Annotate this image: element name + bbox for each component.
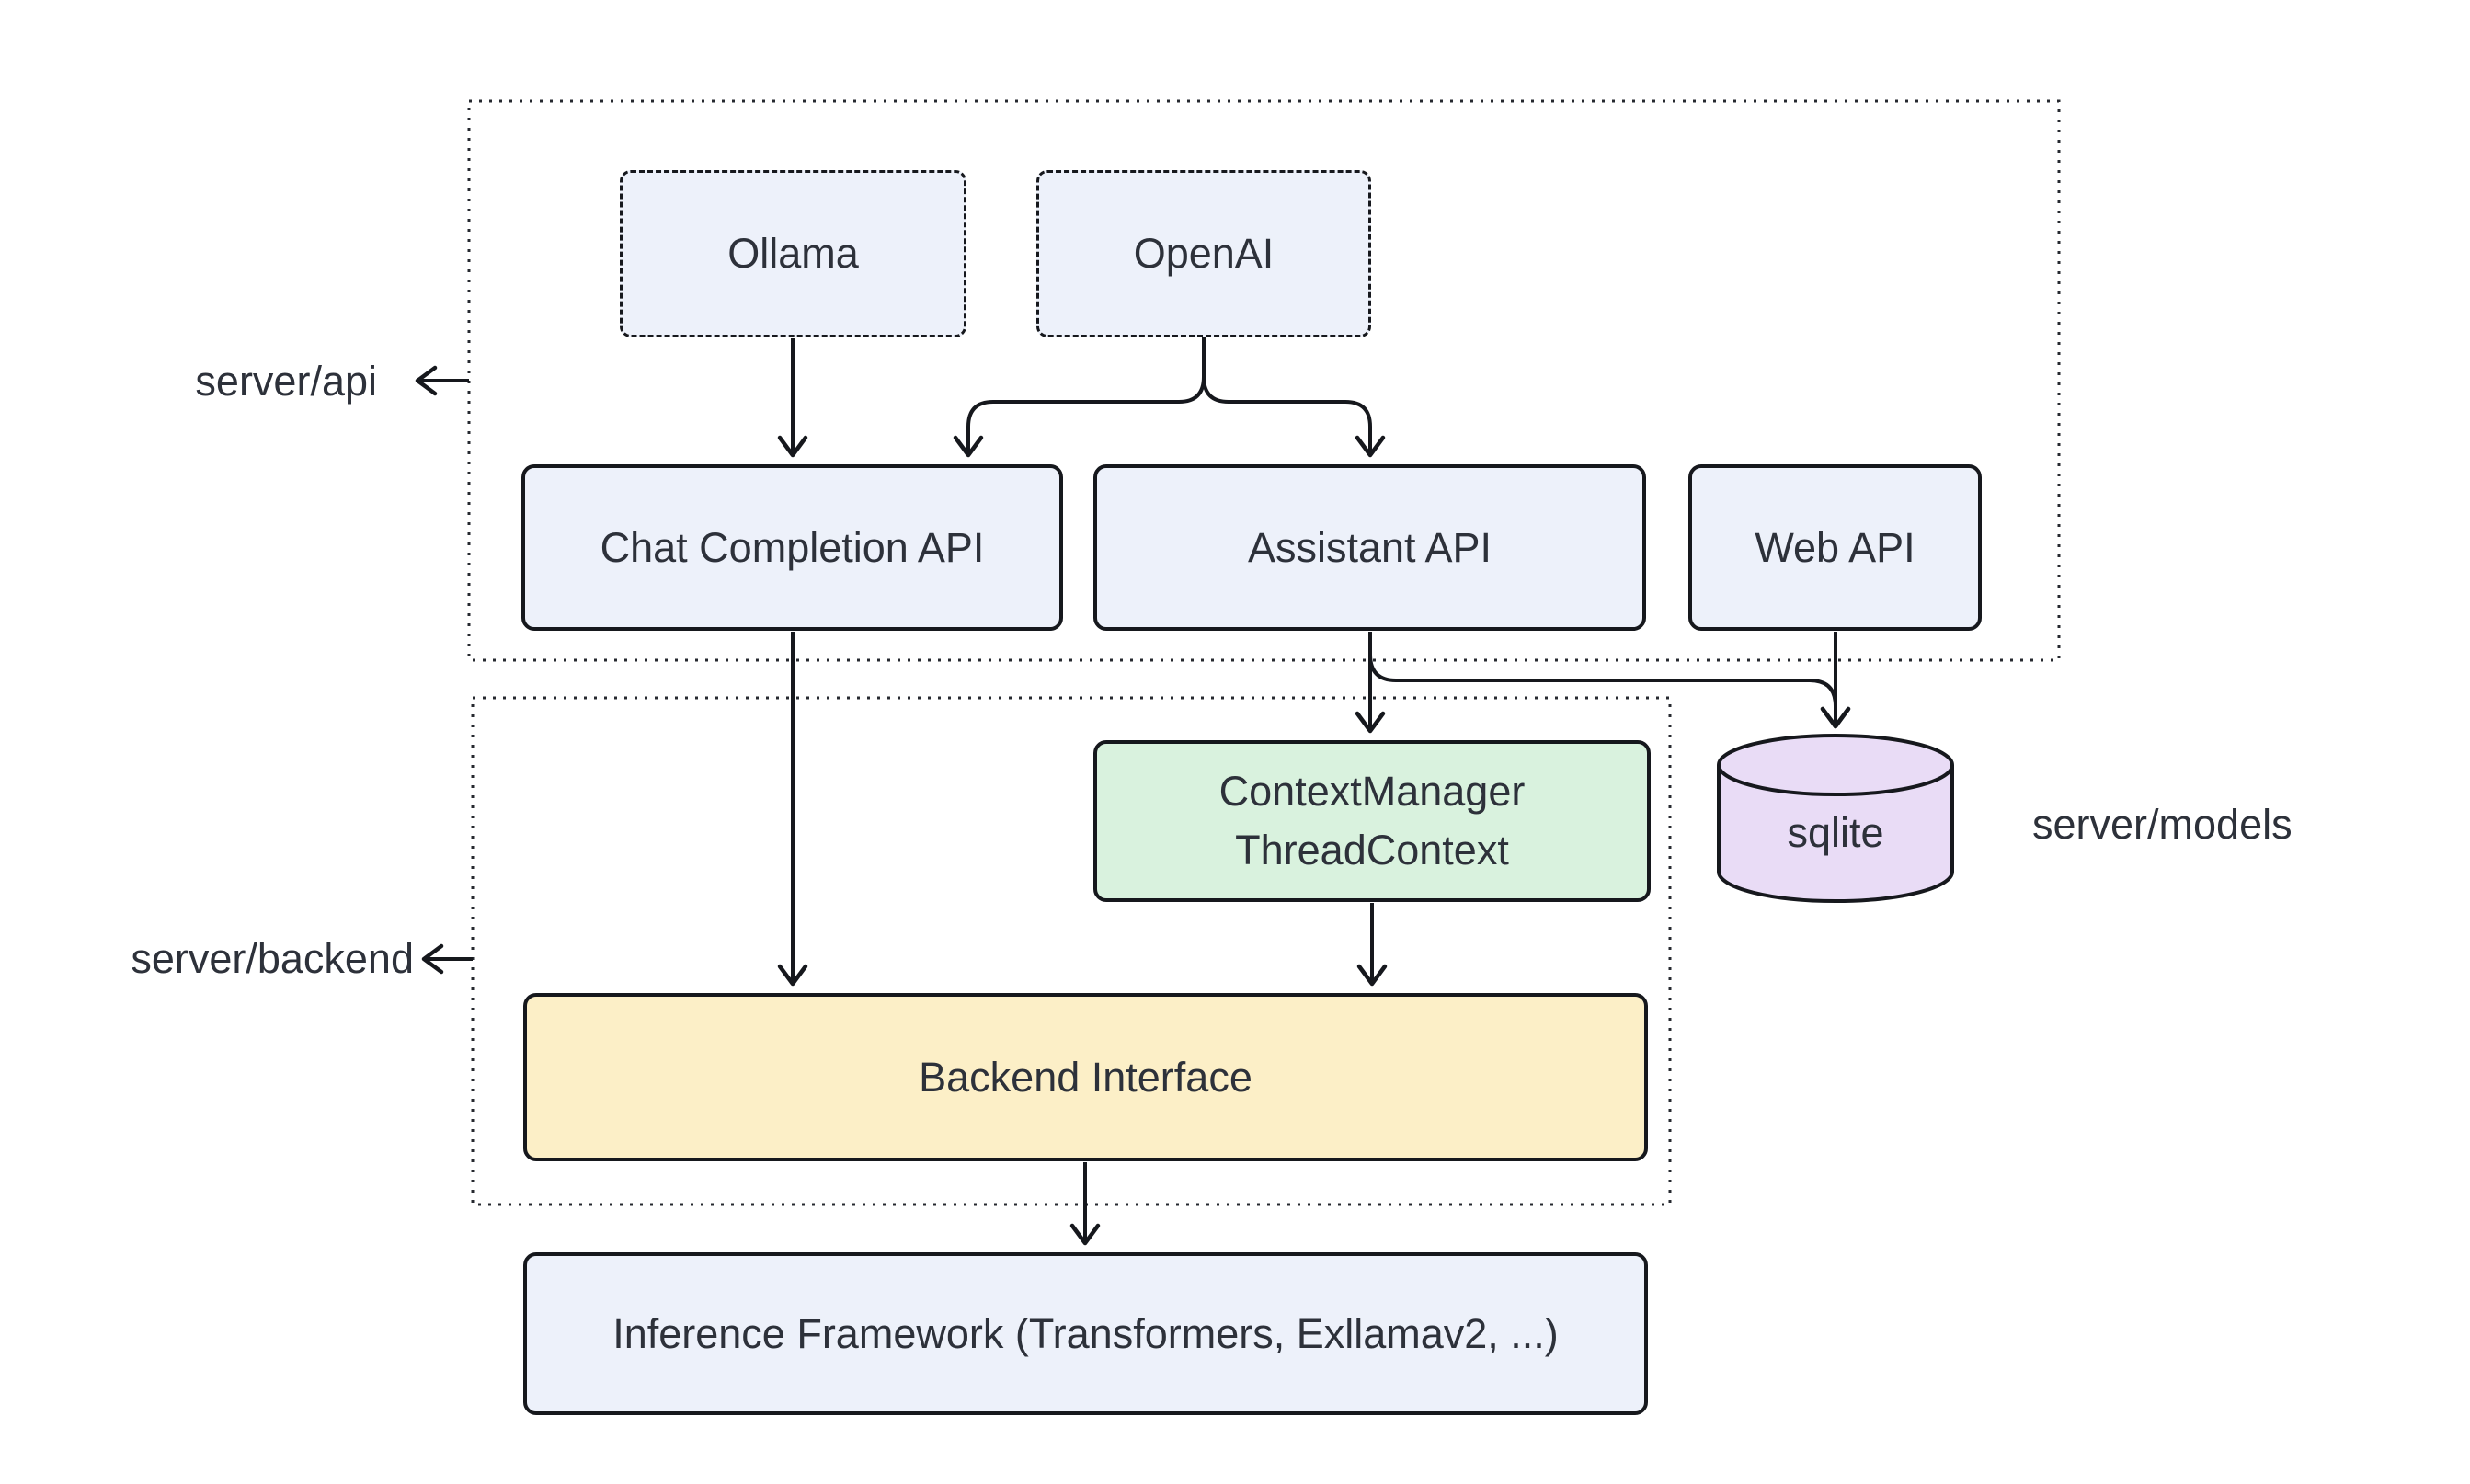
node-ollama-label: Ollama (727, 230, 859, 277)
node-assistant-api-label: Assistant API (1247, 523, 1492, 571)
node-context-manager: ContextManager ThreadContext (1093, 740, 1651, 902)
node-chat-completion-api-label: Chat Completion API (600, 523, 985, 571)
node-web-api: Web API (1688, 464, 1982, 631)
label-server-api: server/api (195, 358, 377, 405)
node-chat-completion-api: Chat Completion API (521, 464, 1063, 631)
node-openai: OpenAI (1036, 170, 1371, 337)
edge-openai-to-assistant-api (1202, 335, 1386, 458)
edge-openai-to-chat-completion-api (953, 335, 1206, 458)
sqlite-cylinder (1717, 734, 1954, 903)
sqlite-cylinder-rim (1717, 764, 1954, 796)
node-backend-interface-label: Backend Interface (919, 1053, 1252, 1101)
edge-assistant-api-to-sqlite (1368, 632, 1851, 729)
node-backend-interface: Backend Interface (523, 993, 1648, 1161)
node-inference-framework: Inference Framework (Transformers, Exlla… (523, 1252, 1648, 1415)
node-ollama: Ollama (620, 170, 966, 337)
label-server-backend: server/backend (131, 935, 414, 982)
label-server-models: server/models (2032, 801, 2293, 848)
group-server-backend (471, 696, 1672, 1206)
node-context-manager-line1: ContextManager (1218, 768, 1526, 815)
node-openai-label: OpenAI (1133, 230, 1275, 277)
node-context-manager-line2: ThreadContext (1235, 827, 1509, 873)
node-inference-framework-label: Inference Framework (Transformers, Exlla… (612, 1309, 1559, 1357)
node-assistant-api: Assistant API (1093, 464, 1646, 631)
node-sqlite-label: sqlite (1787, 809, 1884, 856)
node-web-api-label: Web API (1755, 523, 1915, 571)
